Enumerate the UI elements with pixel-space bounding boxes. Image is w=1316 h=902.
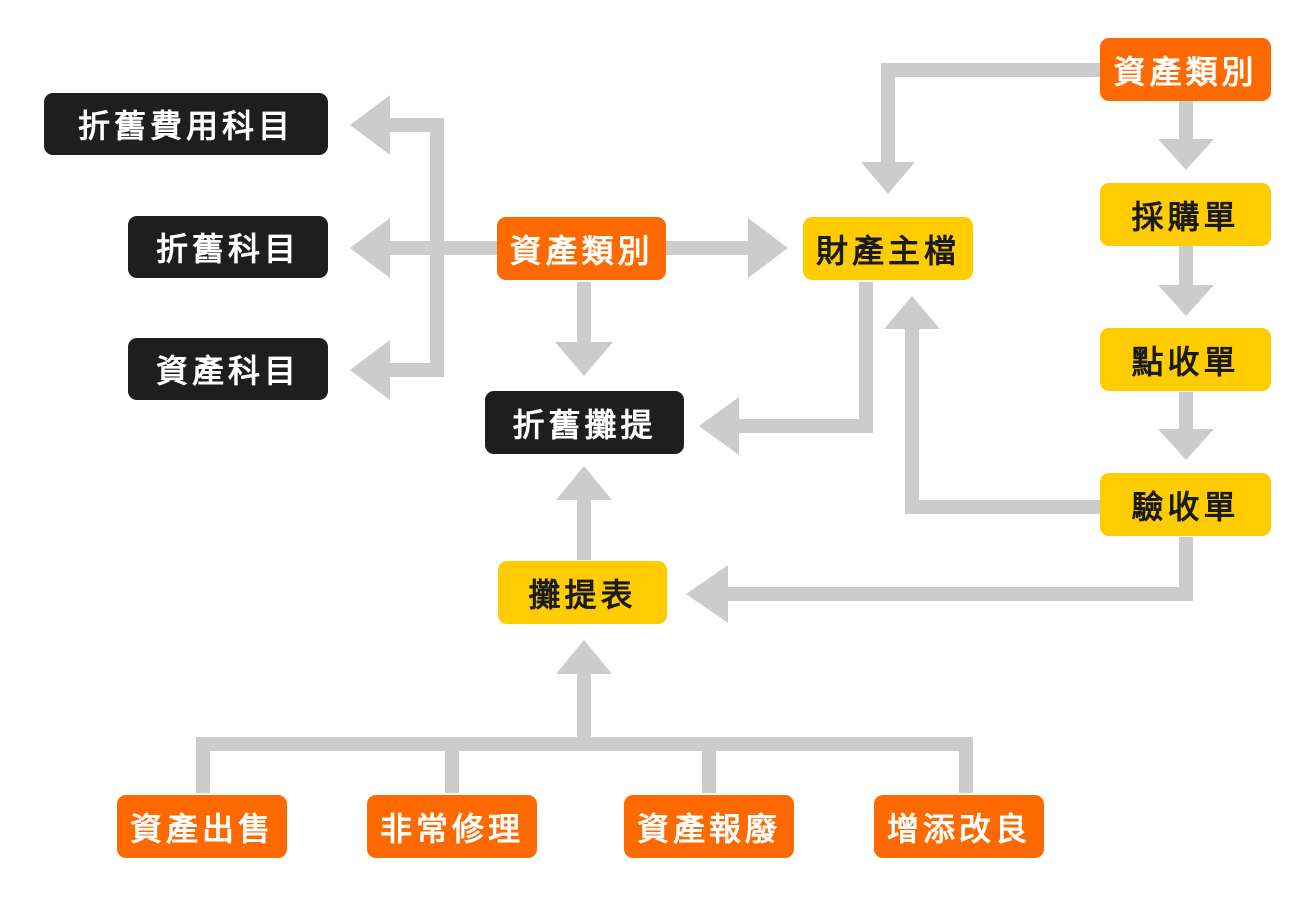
node-receiving-note: 點收單 bbox=[1100, 328, 1271, 391]
node-depreciation-account: 折舊科目 bbox=[128, 216, 328, 278]
arrowhead-property-master-bottom bbox=[884, 296, 940, 329]
arrowhead-property-master-left bbox=[748, 218, 788, 278]
arrowhead-asset-account bbox=[350, 340, 390, 400]
arrowhead-property-master-top bbox=[861, 162, 915, 194]
connector-topright-category-to-property-master bbox=[881, 63, 1100, 166]
arrowhead-inspection-note bbox=[1158, 429, 1214, 460]
arrowhead-depreciation-account bbox=[350, 218, 390, 278]
node-inspection-note: 驗收單 bbox=[1100, 473, 1271, 536]
node-depreciation-provision: 折舊攤提 bbox=[485, 391, 684, 454]
arrowhead-provision-table-bottom bbox=[556, 640, 612, 674]
node-asset-category-top-right: 資產類別 bbox=[1100, 38, 1271, 101]
connector-property-master-to-provision bbox=[733, 282, 873, 433]
node-asset-account: 資產科目 bbox=[128, 338, 328, 400]
node-asset-scrap: 資產報廢 bbox=[624, 795, 794, 858]
connector-inspection-to-property-master bbox=[905, 325, 1100, 514]
node-extraordinary-repair: 非常修理 bbox=[367, 795, 537, 858]
arrowhead-provision-from-category bbox=[555, 342, 613, 376]
arrowhead-purchase-order bbox=[1158, 139, 1214, 170]
node-asset-sale: 資產出售 bbox=[117, 795, 287, 858]
arrowhead-depreciation-expense-account bbox=[350, 95, 390, 155]
connector-inspection-to-provision-table bbox=[724, 537, 1193, 601]
node-asset-category-center: 資產類別 bbox=[497, 217, 666, 280]
connector-bottom-bracket-left bbox=[196, 737, 973, 793]
arrowhead-provision-table-right bbox=[686, 565, 728, 623]
node-purchase-order: 採購單 bbox=[1100, 183, 1271, 246]
node-provision-table: 攤提表 bbox=[498, 561, 667, 624]
node-improvement: 增添改良 bbox=[874, 795, 1044, 858]
arrowhead-provision-right bbox=[699, 397, 739, 455]
arrowhead-receiving-note bbox=[1158, 285, 1214, 316]
node-property-master: 財產主檔 bbox=[803, 217, 973, 280]
node-depreciation-expense-account: 折舊費用科目 bbox=[44, 93, 328, 155]
arrowhead-provision-bottom bbox=[556, 466, 612, 500]
